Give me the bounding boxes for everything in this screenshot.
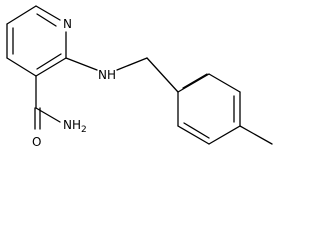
ring-nitrogen-label: N <box>63 17 72 31</box>
bond <box>36 53 62 70</box>
bond <box>35 57 67 77</box>
bond <box>208 125 241 145</box>
bond <box>183 122 210 139</box>
bond <box>6 5 37 25</box>
amine-nitrogen-label: NH <box>98 68 116 82</box>
carboxamide-group <box>34 75 61 130</box>
bond <box>116 57 148 71</box>
bond <box>35 107 61 123</box>
bond <box>35 5 61 21</box>
bond <box>36 13 57 27</box>
structure-diagram: N O NH2 NH <box>6 5 273 149</box>
amide-nitrogen-label: NH2 <box>63 118 87 135</box>
benzene-ring <box>177 73 241 145</box>
bond <box>208 73 241 93</box>
bond <box>182 73 208 89</box>
bond <box>146 57 179 93</box>
carbonyl-oxygen-label: O <box>32 135 41 149</box>
bond <box>65 57 98 71</box>
methyl-bond <box>239 125 273 145</box>
bond <box>177 73 210 93</box>
bond <box>177 125 210 145</box>
amide-nh-text: NH <box>63 118 81 132</box>
molecule-canvas: N O NH2 NH <box>6 5 273 149</box>
bond <box>6 57 37 77</box>
pyridine-ring <box>6 5 67 77</box>
amine-linker <box>65 57 179 93</box>
amide-subscript: 2 <box>81 125 87 135</box>
